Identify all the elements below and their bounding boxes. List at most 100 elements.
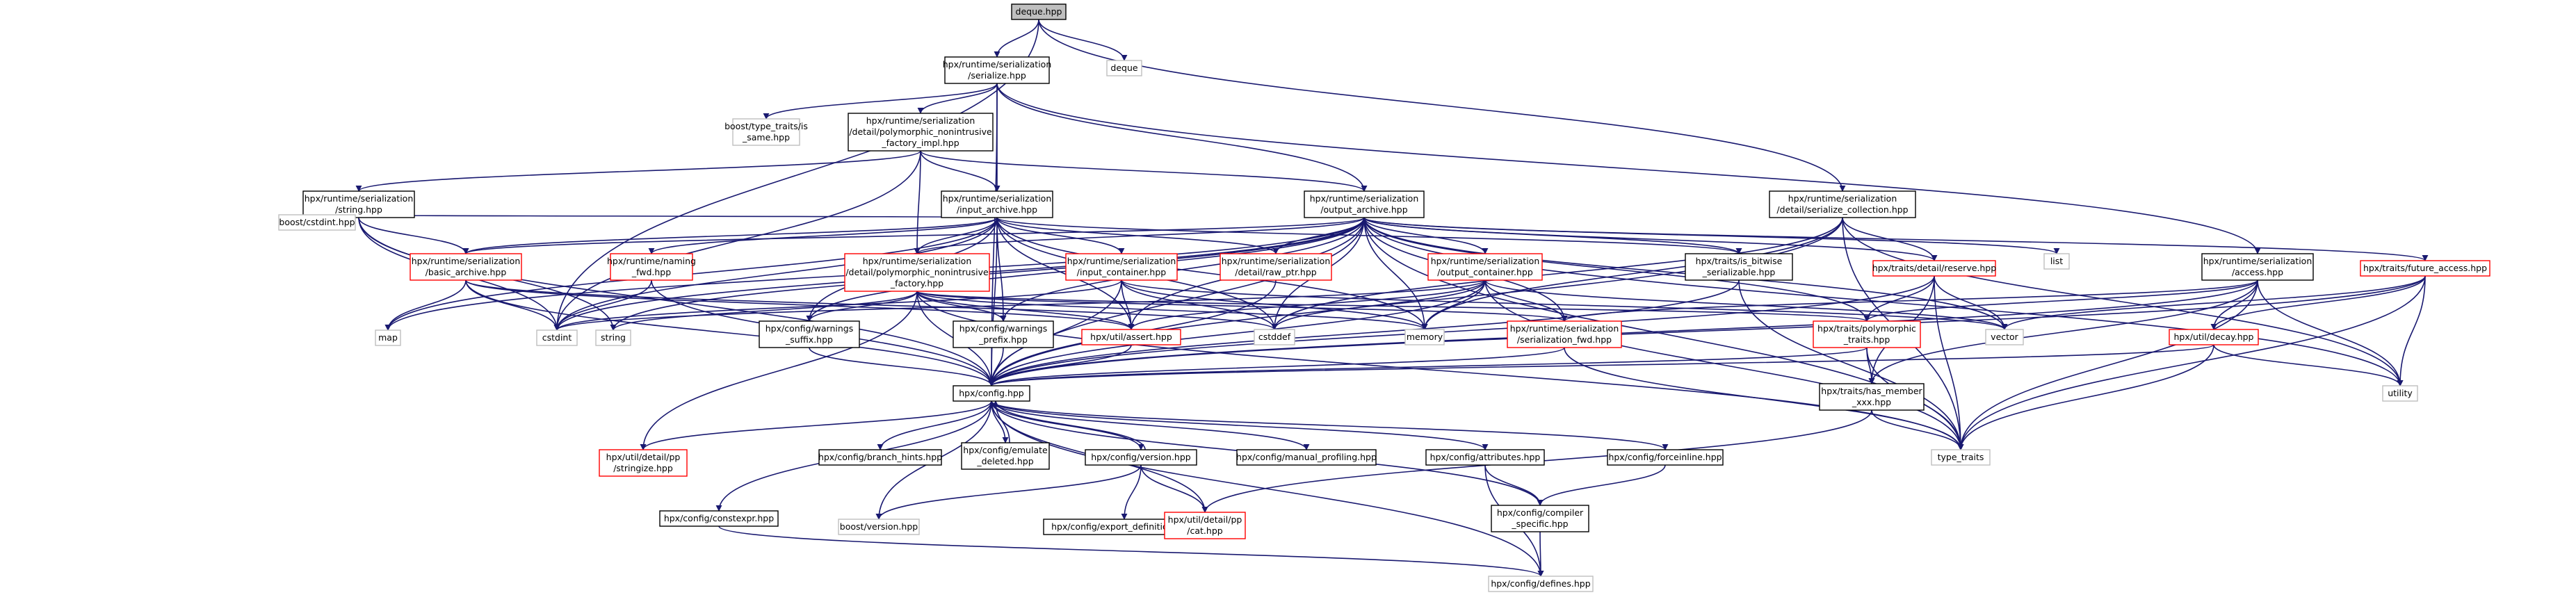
node-box bbox=[1085, 449, 1197, 466]
node-forceinline[interactable]: hpx/config/forceinline.hpp bbox=[1607, 449, 1724, 466]
node-label: hpx/runtime/serialization bbox=[305, 193, 414, 204]
node-box bbox=[536, 329, 578, 346]
node-label: _specific.hpp bbox=[1511, 519, 1568, 529]
edge-config-to-manual_profiling bbox=[991, 400, 1310, 450]
node-assert[interactable]: hpx/util/assert.hpp bbox=[1081, 329, 1181, 345]
node-box bbox=[1425, 449, 1545, 466]
node-reserve[interactable]: hpx/traits/detail/reserve.hpp bbox=[1872, 260, 1996, 277]
edge-constexpr-to-defines bbox=[718, 525, 1544, 577]
edge-poly_factory-to-string bbox=[610, 291, 918, 331]
node-box bbox=[410, 253, 522, 281]
node-label: hpx/traits/is_bitwise bbox=[1696, 256, 1783, 266]
edge-naming_fwd-to-cstdint bbox=[553, 279, 652, 331]
node-label: type_traits bbox=[1938, 452, 1984, 462]
node-label: hpx/traits/polymorphic bbox=[1817, 323, 1916, 334]
node-label: hpx/runtime/serialization bbox=[943, 59, 1052, 70]
node-serialization-fwd[interactable]: hpx/runtime/serialization/serialization_… bbox=[1507, 320, 1622, 348]
node-label: boost/cstdint.hpp bbox=[279, 217, 355, 227]
node-label: /input_archive.hpp bbox=[957, 204, 1037, 215]
edge-access-to-serialization_fwd bbox=[1561, 279, 2258, 322]
edge-warnings_suffix-to-config bbox=[809, 347, 995, 386]
edge-poly_factory-to-serialization_fwd bbox=[916, 291, 1568, 322]
node-input-container[interactable]: hpx/runtime/serialization/input_containe… bbox=[1065, 253, 1178, 281]
node-box bbox=[961, 442, 1050, 470]
node-stringize[interactable]: hpx/util/detail/pp/stringize.hpp bbox=[599, 449, 688, 477]
edge-serialization_fwd-to-type_traits bbox=[1564, 347, 1964, 450]
node-box bbox=[2043, 253, 2070, 270]
node-box bbox=[610, 253, 693, 281]
node-serialize[interactable]: hpx/runtime/serialization/serialize.hpp bbox=[943, 56, 1052, 84]
node-config-version[interactable]: hpx/config/version.hpp bbox=[1085, 449, 1197, 466]
node-label: cstdint bbox=[542, 332, 572, 343]
node-manual-profiling[interactable]: hpx/config/manual_profiling.hpp bbox=[1236, 449, 1377, 466]
node-string: string bbox=[595, 329, 631, 346]
node-label: _fwd.hpp bbox=[631, 267, 671, 277]
node-box bbox=[278, 214, 356, 231]
node-compiler-specific[interactable]: hpx/config/compiler_specific.hpp bbox=[1491, 505, 1589, 532]
node-box bbox=[302, 190, 415, 218]
edge-config-to-stringize bbox=[640, 400, 992, 450]
edge-attributes-to-compiler_specific bbox=[1484, 464, 1544, 506]
node-label: hpx/config/constexpr.hpp bbox=[664, 513, 774, 523]
node-label: /serialization_fwd.hpp bbox=[1517, 334, 1612, 345]
node-label: hpx/config/compiler bbox=[1497, 507, 1584, 518]
edge-output_archive-to-poly_factory bbox=[914, 217, 1365, 254]
node-box bbox=[599, 449, 688, 477]
node-box bbox=[848, 113, 994, 152]
node-emulate-deleted[interactable]: hpx/config/emulate_deleted.hpp bbox=[961, 442, 1050, 470]
node-box bbox=[1304, 190, 1425, 218]
node-box bbox=[1065, 253, 1178, 281]
edge-input_archive-to-basic_archive bbox=[462, 217, 998, 254]
node-box bbox=[375, 329, 401, 346]
node-config[interactable]: hpx/config.hpp bbox=[953, 385, 1030, 402]
edge-poly_factory-to-polymorphic_traits bbox=[916, 291, 1870, 322]
edge-decay-to-type_traits bbox=[1957, 344, 2214, 450]
node-label: _same.hpp bbox=[742, 132, 790, 142]
node-poly-factory[interactable]: hpx/runtime/serialization/detail/polymor… bbox=[844, 253, 990, 292]
edge-input_container-to-cstdint bbox=[553, 279, 1122, 331]
node-attributes[interactable]: hpx/config/attributes.hpp bbox=[1425, 449, 1545, 466]
node-warnings-suffix[interactable]: hpx/config/warnings_suffix.hpp bbox=[759, 320, 860, 348]
node-label: hpx/runtime/serialization bbox=[1510, 323, 1619, 334]
node-access[interactable]: hpx/runtime/serialization/access.hpp bbox=[2201, 253, 2314, 281]
node-string-hpp[interactable]: hpx/runtime/serialization/string.hpp bbox=[302, 190, 415, 218]
edge-config_version-to-config bbox=[992, 400, 1146, 450]
node-output-archive[interactable]: hpx/runtime/serialization/output_archive… bbox=[1304, 190, 1425, 218]
node-raw-ptr[interactable]: hpx/runtime/serialization/detail/raw_ptr… bbox=[1220, 253, 1332, 281]
node-polymorphic-traits[interactable]: hpx/traits/polymorphic_traits.hpp bbox=[1813, 320, 1921, 348]
node-has-member[interactable]: hpx/traits/has_member_xxx.hpp bbox=[1819, 383, 1925, 411]
node-label: utility bbox=[2388, 388, 2413, 398]
node-box bbox=[1607, 449, 1724, 466]
node-input-archive[interactable]: hpx/runtime/serialization/input_archive.… bbox=[941, 190, 1053, 218]
node-branch-hints[interactable]: hpx/config/branch_hints.hpp bbox=[818, 449, 942, 466]
node-is-same: boost/type_traits/is_same.hpp bbox=[724, 118, 808, 146]
node-naming-fwd[interactable]: hpx/runtime/naming_fwd.hpp bbox=[607, 253, 696, 281]
node-label: /detail/polymorphic_nonintrusive bbox=[845, 267, 989, 277]
node-label: _factory_impl.hpp bbox=[881, 138, 959, 148]
edge-poly_factory-to-stringize bbox=[640, 291, 918, 450]
edge-access-to-polymorphic_traits bbox=[1863, 279, 2258, 322]
node-basic-archive[interactable]: hpx/runtime/serialization/basic_archive.… bbox=[410, 253, 522, 281]
node-serialize-collection[interactable]: hpx/runtime/serialization/detail/seriali… bbox=[1769, 190, 1916, 218]
node-box bbox=[1404, 329, 1445, 345]
node-label: hpx/runtime/serialization bbox=[1067, 256, 1176, 266]
node-cstddef: cstddef bbox=[1254, 329, 1295, 345]
node-future-access[interactable]: hpx/traits/future_access.hpp bbox=[2360, 260, 2490, 277]
node-box bbox=[844, 253, 990, 292]
node-cat[interactable]: hpx/util/detail/pp/cat.hpp bbox=[1164, 512, 1246, 539]
node-box bbox=[1813, 320, 1921, 348]
node-is-bitwise[interactable]: hpx/traits/is_bitwise_serializable.hpp bbox=[1685, 253, 1793, 281]
edge-config-to-branch_hints bbox=[877, 400, 992, 450]
node-poly-impl[interactable]: hpx/runtime/serialization/detail/polymor… bbox=[848, 113, 994, 152]
node-label: cstddef bbox=[1258, 332, 1291, 342]
node-box bbox=[1872, 260, 1996, 277]
edge-output_archive-to-reserve bbox=[1363, 217, 1938, 261]
node-warnings-prefix[interactable]: hpx/config/warnings_prefix.hpp bbox=[953, 320, 1054, 348]
node-constexpr[interactable]: hpx/config/constexpr.hpp bbox=[659, 510, 779, 527]
node-output-container[interactable]: hpx/runtime/serialization/output_contain… bbox=[1427, 253, 1543, 281]
node-deque-hpp[interactable]: deque.hpp bbox=[1011, 3, 1067, 20]
edge-serialize_collection-to-config bbox=[988, 217, 1843, 386]
node-label: deque.hpp bbox=[1016, 6, 1062, 17]
node-label: boost/type_traits/is bbox=[724, 121, 808, 131]
node-decay[interactable]: hpx/util/decay.hpp bbox=[2169, 329, 2259, 345]
